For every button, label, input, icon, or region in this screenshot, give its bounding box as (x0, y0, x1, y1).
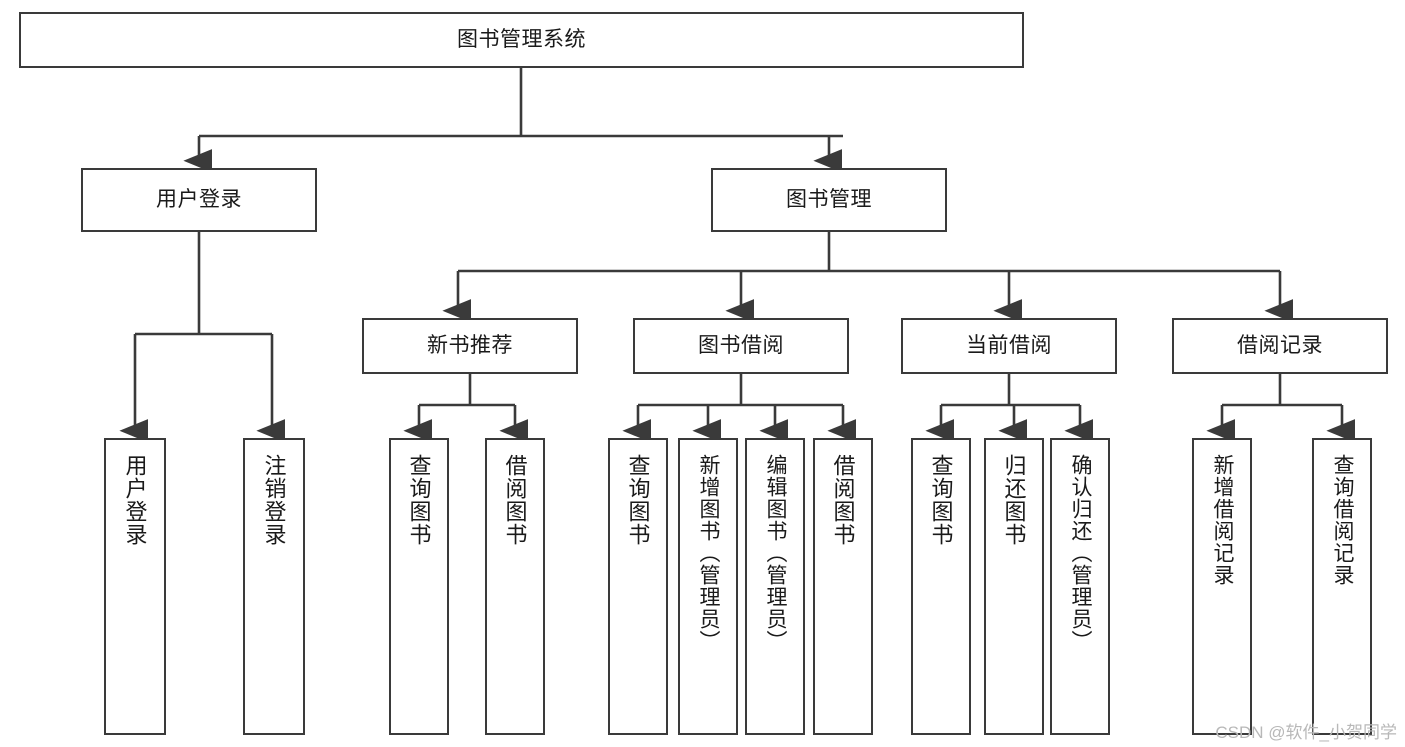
node-leaf-return-book[interactable]: 归还图书 (984, 438, 1044, 735)
node-root-label: 图书管理系统 (457, 27, 586, 51)
node-leaf-query-record[interactable]: 查询借阅记录 (1312, 438, 1372, 735)
node-book-manage[interactable]: 图书管理 (711, 168, 947, 232)
node-leaf-borrow-book-rec[interactable]: 借阅图书 (485, 438, 545, 735)
node-book-borrow[interactable]: 图书借阅 (633, 318, 849, 374)
node-leaf-edit-book-label: 编辑图书（管理员） (764, 454, 788, 652)
node-leaf-query-book-borrow[interactable]: 查询图书 (608, 438, 668, 735)
node-leaf-user-login[interactable]: 用户登录 (104, 438, 166, 735)
node-new-book-rec[interactable]: 新书推荐 (362, 318, 578, 374)
node-leaf-query-record-label: 查询借阅记录 (1331, 454, 1355, 586)
watermark: CSDN @软件_小贺同学 (1215, 723, 1397, 742)
node-leaf-add-book[interactable]: 新增图书（管理员） (678, 438, 738, 735)
node-leaf-user-logout-label: 注销登录 (261, 454, 287, 546)
node-book-borrow-label: 图书借阅 (698, 333, 784, 357)
node-user-login-label: 用户登录 (156, 187, 242, 211)
node-user-login[interactable]: 用户登录 (81, 168, 317, 232)
node-leaf-query-book-cur-label: 查询图书 (928, 454, 954, 546)
node-leaf-confirm-return-label: 确认归还（管理员） (1069, 454, 1093, 652)
node-leaf-query-book-cur[interactable]: 查询图书 (911, 438, 971, 735)
node-current-borrow-label: 当前借阅 (966, 333, 1052, 357)
node-leaf-add-record-label: 新增借阅记录 (1211, 454, 1235, 586)
node-leaf-add-record[interactable]: 新增借阅记录 (1192, 438, 1252, 735)
node-leaf-borrow-book-rec-label: 借阅图书 (502, 454, 528, 546)
node-leaf-user-login-label: 用户登录 (122, 454, 148, 546)
node-new-book-rec-label: 新书推荐 (427, 333, 513, 357)
node-book-manage-label: 图书管理 (786, 187, 872, 211)
node-leaf-query-book-rec-label: 查询图书 (406, 454, 432, 546)
node-leaf-edit-book[interactable]: 编辑图书（管理员） (745, 438, 805, 735)
node-leaf-query-book-borrow-label: 查询图书 (625, 454, 651, 546)
node-borrow-record-label: 借阅记录 (1237, 333, 1323, 357)
node-leaf-query-book-rec[interactable]: 查询图书 (389, 438, 449, 735)
node-current-borrow[interactable]: 当前借阅 (901, 318, 1117, 374)
node-leaf-user-logout[interactable]: 注销登录 (243, 438, 305, 735)
node-leaf-borrow-book[interactable]: 借阅图书 (813, 438, 873, 735)
node-root[interactable]: 图书管理系统 (19, 12, 1024, 68)
node-leaf-add-book-label: 新增图书（管理员） (697, 454, 721, 652)
node-borrow-record[interactable]: 借阅记录 (1172, 318, 1388, 374)
node-leaf-return-book-label: 归还图书 (1001, 454, 1027, 546)
node-leaf-borrow-book-label: 借阅图书 (830, 454, 856, 546)
node-leaf-confirm-return[interactable]: 确认归还（管理员） (1050, 438, 1110, 735)
